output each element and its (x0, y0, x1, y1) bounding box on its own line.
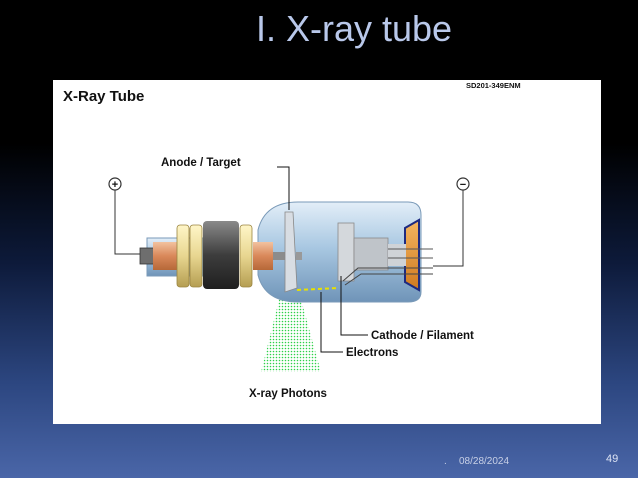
footer-dot: . (444, 456, 447, 467)
cathode-body (353, 237, 389, 271)
bearing-ring-2 (189, 224, 203, 288)
electrons-leader (320, 292, 343, 353)
cathode-end-cap (404, 218, 420, 292)
cathode-neck (388, 244, 406, 266)
copper-sleeve-left (153, 242, 177, 270)
anode-disc (284, 211, 298, 293)
xray-photons-cone (261, 292, 321, 372)
xray-tube-diagram: X-Ray Tube SD201-349ENM (63, 81, 521, 400)
diagram-code: SD201-349ENM (466, 81, 521, 90)
positive-terminal-icon (108, 177, 122, 191)
negative-wire (433, 190, 464, 267)
diagram-panel: X-Ray Tube SD201-349ENM (53, 80, 601, 424)
anode-shaft (273, 252, 287, 260)
label-cathode: Cathode / Filament (371, 330, 474, 342)
anode-stem (139, 247, 155, 265)
label-anode: Anode / Target (161, 157, 241, 169)
label-electrons: Electrons (346, 347, 398, 359)
anode-hub (296, 252, 302, 260)
copper-sleeve-right (253, 242, 273, 270)
anode-leader (277, 166, 290, 210)
positive-terminal-sign: + (112, 179, 118, 191)
positive-wire (114, 190, 140, 255)
cathode-cup (337, 222, 355, 282)
footer-date: 08/28/2024 (459, 456, 510, 467)
page-number: 49 (606, 453, 619, 465)
negative-terminal-sign: − (460, 179, 466, 191)
rotor (203, 221, 239, 289)
cathode-leader (340, 276, 368, 336)
filament-wire-1 (342, 267, 433, 282)
label-photons: X-ray Photons (249, 388, 327, 400)
filament-wire-2 (344, 273, 433, 286)
diagram-heading: X-Ray Tube (63, 88, 144, 105)
bearing-ring-1 (176, 224, 190, 288)
bearing-ring-3 (239, 224, 253, 288)
negative-terminal-icon (456, 177, 470, 191)
slide-title: I. X-ray tube (255, 8, 453, 49)
